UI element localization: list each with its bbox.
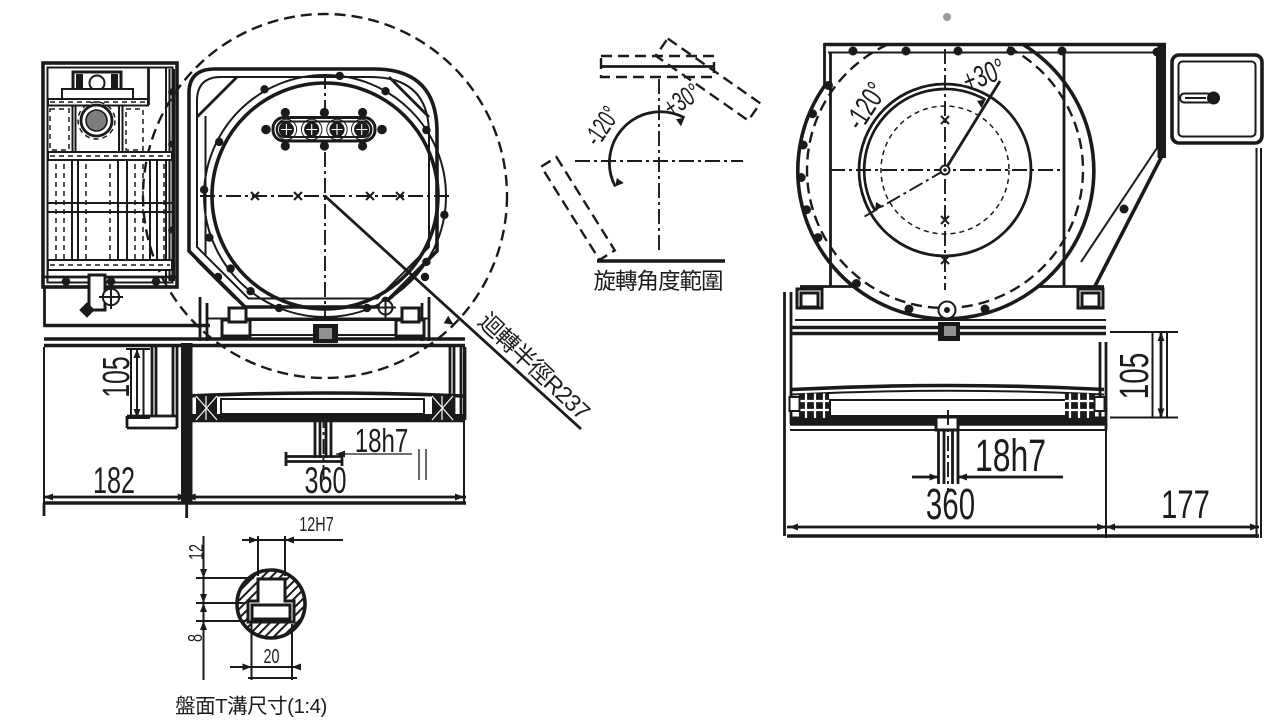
svg-text:182: 182	[93, 459, 135, 501]
svg-text:旋轉角度範圍: 旋轉角度範圍	[593, 269, 722, 294]
svg-text:8: 8	[184, 634, 207, 642]
svg-text:177: 177	[1161, 483, 1210, 528]
svg-text:18h7: 18h7	[975, 432, 1046, 482]
svg-text:盤面T溝尺寸(1:4): 盤面T溝尺寸(1:4)	[175, 695, 327, 718]
svg-text:105: 105	[1112, 353, 1158, 400]
svg-text:12: 12	[185, 544, 208, 560]
svg-text:105: 105	[95, 356, 138, 397]
svg-text:360: 360	[926, 479, 975, 528]
svg-text:20: 20	[263, 645, 279, 668]
svg-text:360: 360	[305, 459, 347, 501]
svg-text:18h7: 18h7	[355, 423, 409, 460]
svg-text:12H7: 12H7	[299, 513, 333, 536]
